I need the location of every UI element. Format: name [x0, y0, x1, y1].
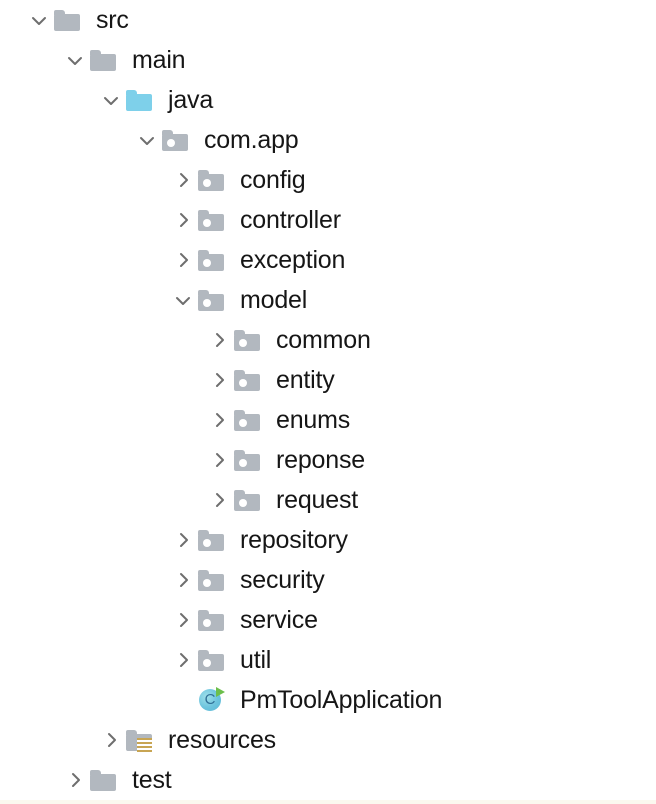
- tree-node-label: PmToolApplication: [240, 686, 443, 714]
- tree-node-label: service: [240, 606, 318, 634]
- package-folder-icon: [234, 487, 264, 513]
- tree-node-label: controller: [240, 206, 341, 234]
- tree-node-label: test: [132, 766, 172, 794]
- tree-node-label: util: [240, 646, 272, 674]
- tree-node-label: config: [240, 166, 306, 194]
- tree-node-test[interactable]: test: [0, 760, 656, 800]
- chevron-right-icon[interactable]: [170, 567, 196, 593]
- tree-node-config[interactable]: config: [0, 160, 656, 200]
- chevron-down-icon[interactable]: [170, 287, 196, 313]
- tree-node-common[interactable]: common: [0, 320, 656, 360]
- tree-node-src[interactable]: src: [0, 0, 656, 40]
- tree-node-service[interactable]: service: [0, 600, 656, 640]
- tree-node-model[interactable]: model: [0, 280, 656, 320]
- package-folder-icon: [198, 287, 228, 313]
- tree-node-label: repository: [240, 526, 348, 554]
- package-folder-icon: [162, 127, 192, 153]
- chevron-right-icon[interactable]: [206, 447, 232, 473]
- chevron-right-icon[interactable]: [170, 647, 196, 673]
- folder-icon: [90, 767, 120, 793]
- resources-folder-icon: [126, 727, 156, 754]
- tree-node-repository[interactable]: repository: [0, 520, 656, 560]
- tree-node-label: main: [132, 46, 186, 74]
- package-folder-icon: [198, 567, 228, 593]
- chevron-down-icon[interactable]: [62, 47, 88, 73]
- chevron-right-icon[interactable]: [206, 407, 232, 433]
- folder-icon: [90, 47, 120, 73]
- tree-node-main[interactable]: main: [0, 40, 656, 80]
- tree-node-request[interactable]: request: [0, 480, 656, 520]
- chevron-right-icon[interactable]: [62, 767, 88, 793]
- bottom-divider: [0, 800, 656, 804]
- package-folder-icon: [198, 207, 228, 233]
- package-folder-icon: [198, 247, 228, 273]
- tree-node-java[interactable]: java: [0, 80, 656, 120]
- chevron-down-icon[interactable]: [26, 7, 52, 33]
- package-folder-icon: [234, 447, 264, 473]
- package-folder-icon: [234, 327, 264, 353]
- tree-node-enums[interactable]: enums: [0, 400, 656, 440]
- chevron-down-icon[interactable]: [134, 127, 160, 153]
- chevron-right-icon[interactable]: [206, 327, 232, 353]
- package-folder-icon: [234, 407, 264, 433]
- tree-node-pmtoolapplication[interactable]: C PmToolApplication: [0, 680, 656, 720]
- tree-node-label: src: [96, 6, 129, 34]
- tree-node-util[interactable]: util: [0, 640, 656, 680]
- chevron-right-icon[interactable]: [170, 207, 196, 233]
- chevron-down-icon[interactable]: [98, 87, 124, 113]
- chevron-right-icon[interactable]: [206, 487, 232, 513]
- chevron-right-icon[interactable]: [170, 527, 196, 553]
- tree-node-entity[interactable]: entity: [0, 360, 656, 400]
- tree-node-reponse[interactable]: reponse: [0, 440, 656, 480]
- package-folder-icon: [234, 367, 264, 393]
- tree-node-label: resources: [168, 726, 276, 754]
- tree-node-com-app[interactable]: com.app: [0, 120, 656, 160]
- package-folder-icon: [198, 607, 228, 633]
- chevron-right-icon[interactable]: [170, 247, 196, 273]
- tree-node-label: com.app: [204, 126, 299, 154]
- package-folder-icon: [198, 167, 228, 193]
- tree-node-label: exception: [240, 246, 346, 274]
- package-folder-icon: [198, 527, 228, 553]
- tree-node-label: enums: [276, 406, 351, 434]
- tree-node-label: model: [240, 286, 308, 314]
- tree-node-security[interactable]: security: [0, 560, 656, 600]
- tree-node-controller[interactable]: controller: [0, 200, 656, 240]
- tree-node-label: java: [168, 86, 214, 114]
- tree-node-resources[interactable]: resources: [0, 720, 656, 760]
- tree-node-label: request: [276, 486, 358, 514]
- source-folder-icon: [126, 87, 156, 113]
- tree-node-exception[interactable]: exception: [0, 240, 656, 280]
- java-class-icon: C: [198, 687, 228, 713]
- tree-node-label: common: [276, 326, 371, 354]
- tree-node-label: security: [240, 566, 325, 594]
- tree-node-label: reponse: [276, 446, 365, 474]
- tree-node-label: entity: [276, 366, 335, 394]
- package-folder-icon: [198, 647, 228, 673]
- chevron-right-icon[interactable]: [206, 367, 232, 393]
- chevron-right-icon[interactable]: [170, 167, 196, 193]
- chevron-right-icon[interactable]: [170, 607, 196, 633]
- folder-icon: [54, 7, 84, 33]
- chevron-right-icon[interactable]: [98, 727, 124, 753]
